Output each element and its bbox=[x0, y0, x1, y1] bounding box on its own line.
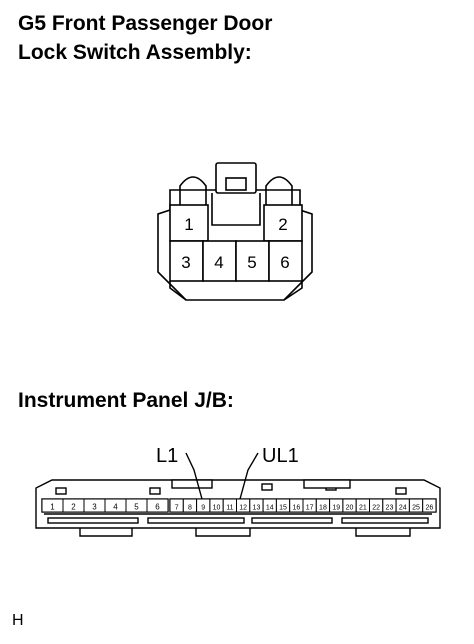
ul1-leader-line bbox=[239, 452, 259, 500]
jb-pin-label: 24 bbox=[399, 505, 407, 512]
g5-pin-2: 2 bbox=[278, 215, 287, 234]
jb-pin-label: 8 bbox=[188, 505, 192, 512]
g5-title-line2: Lock Switch Assembly: bbox=[18, 41, 252, 64]
jb-pin-label: 5 bbox=[134, 503, 139, 512]
jb-pin-label: 23 bbox=[386, 505, 394, 512]
jb-pin-label: 2 bbox=[71, 503, 76, 512]
jb-pin-label: 11 bbox=[226, 505, 233, 512]
jb-pin-label: 14 bbox=[266, 505, 274, 512]
jb-pin-label: 20 bbox=[346, 505, 354, 512]
ul1-label: UL1 bbox=[262, 445, 299, 467]
l1-label: L1 bbox=[156, 445, 178, 467]
l1-leader-line bbox=[185, 452, 203, 500]
g5-title-line1: G5 Front Passenger Door bbox=[18, 12, 273, 35]
jb-title: Instrument Panel J/B: bbox=[18, 389, 234, 412]
g5-pin-5: 5 bbox=[247, 253, 256, 272]
jb-pin-label: 25 bbox=[412, 505, 420, 512]
jb-pin-label: 9 bbox=[201, 505, 205, 512]
g5-pin-4: 4 bbox=[214, 253, 223, 272]
jb-pin-label: 21 bbox=[359, 505, 367, 512]
jb-pin-label: 7 bbox=[175, 505, 179, 512]
jb-pin-label: 15 bbox=[279, 505, 287, 512]
jb-pin-label: 12 bbox=[239, 505, 247, 512]
jb-pin-label: 19 bbox=[332, 505, 340, 512]
g5-pin-6: 6 bbox=[280, 253, 289, 272]
g5-connector bbox=[157, 162, 313, 301]
jb-pin-label: 3 bbox=[92, 503, 97, 512]
jb-pin-label: 16 bbox=[292, 505, 300, 512]
jb-pin-label: 22 bbox=[372, 505, 380, 512]
g5-pin-1: 1 bbox=[184, 215, 193, 234]
g5-pin-3: 3 bbox=[181, 253, 190, 272]
corner-code: H bbox=[12, 612, 24, 629]
jb-pin-cell bbox=[146, 498, 169, 513]
jb-pin-label: 10 bbox=[213, 505, 221, 512]
jb-pin-label: 4 bbox=[113, 503, 118, 512]
jb-pin-label: 17 bbox=[306, 505, 314, 512]
jb-pin-label: 6 bbox=[155, 503, 160, 512]
jb-pin-label: 1 bbox=[50, 503, 55, 512]
jb-pin-label: 13 bbox=[253, 505, 261, 512]
jb-pin-cell bbox=[422, 498, 437, 513]
jb-pin-label: 26 bbox=[425, 505, 433, 512]
jb-pin-label: 18 bbox=[319, 505, 327, 512]
